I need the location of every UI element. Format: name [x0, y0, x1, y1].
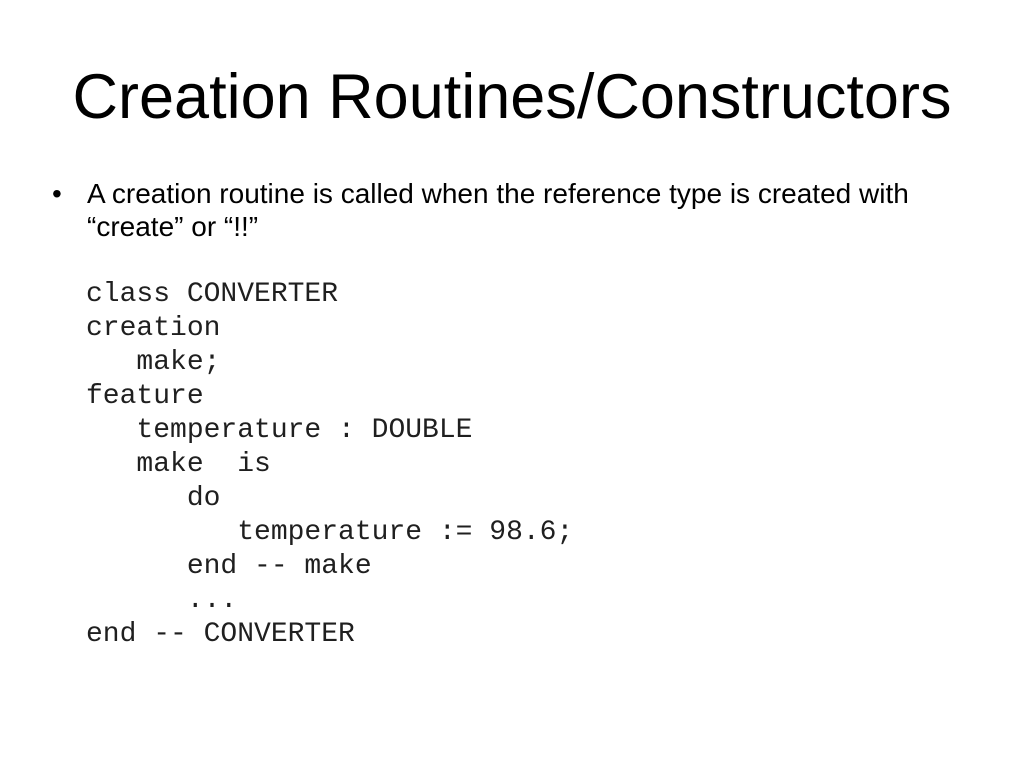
bullet-item: • A creation routine is called when the … — [50, 177, 970, 243]
slide-title: Creation Routines/Constructors — [72, 62, 952, 132]
code-block: class CONVERTER creation make; feature t… — [86, 278, 573, 652]
code-line: ... — [86, 585, 238, 616]
code-line: end -- make — [86, 551, 372, 582]
code-line: do — [86, 483, 221, 514]
code-line: class CONVERTER — [86, 279, 339, 310]
code-line: temperature := 98.6; — [86, 517, 574, 548]
bullet-text-line1: A creation routine is called when the re… — [87, 178, 909, 209]
code-line: creation — [86, 313, 221, 344]
code-line: make is — [86, 449, 271, 480]
code-line: make; — [86, 347, 221, 378]
code-line: temperature : DOUBLE — [86, 415, 473, 446]
code-line: feature — [86, 381, 204, 412]
bullet-text: A creation routine is called when the re… — [87, 177, 970, 243]
bullet-text-line2: “create” or “!!” — [87, 211, 259, 242]
bullet-marker: • — [52, 178, 62, 209]
code-line: end -- CONVERTER — [86, 619, 355, 650]
